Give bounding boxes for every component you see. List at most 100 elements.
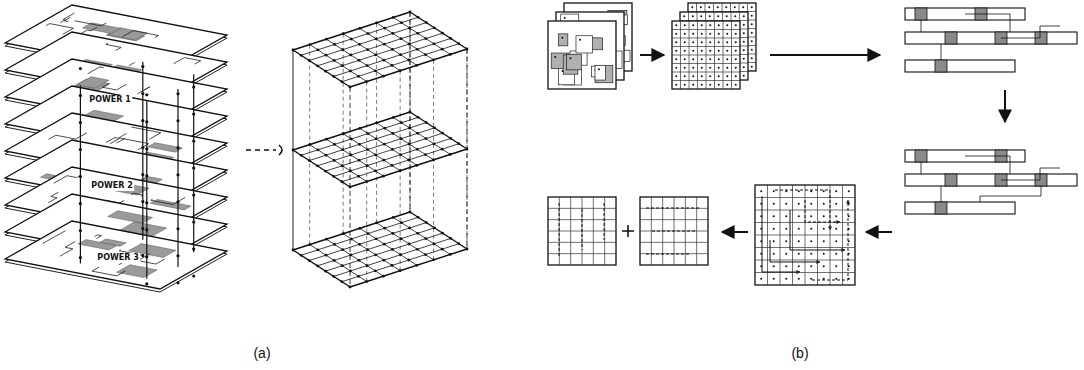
cell-dot: [692, 75, 694, 77]
grid-node: [366, 148, 369, 151]
cell-dot: [701, 67, 703, 69]
grid-node: [341, 48, 344, 51]
grid-node: [409, 211, 412, 214]
grid-node: [358, 59, 361, 62]
cell-dot: [785, 215, 787, 217]
grid-line: [582, 197, 583, 265]
grid-node: [333, 59, 336, 62]
cell-dot: [684, 84, 686, 86]
connection-line: [965, 14, 1010, 32]
cell-dot: [684, 33, 686, 35]
route: [646, 254, 690, 255]
cell-dot: [684, 24, 686, 26]
grid-node: [292, 149, 295, 152]
grid-node: [416, 148, 419, 151]
layer-label: POWER 2: [89, 181, 134, 191]
cell-dot: [773, 278, 775, 280]
grid-node: [341, 248, 344, 251]
cell-dot: [709, 24, 711, 26]
cell-dot: [823, 240, 825, 242]
via-dot: [176, 227, 179, 230]
via-dot: [141, 227, 144, 230]
grid-node: [333, 159, 336, 162]
grid-node: [349, 286, 352, 289]
via-dot: [192, 140, 195, 143]
grid-line: [393, 117, 450, 154]
cell-dot: [726, 41, 728, 43]
grid-node: [408, 143, 411, 146]
grid-node: [300, 254, 303, 257]
grid-node: [358, 127, 361, 130]
cell-dot: [675, 50, 677, 52]
grid-node: [457, 42, 460, 45]
grid-line: [342, 144, 459, 182]
trace: [64, 17, 70, 21]
cell-dot: [718, 67, 720, 69]
trace: [54, 176, 79, 184]
cell-dot: [735, 33, 737, 35]
grid-node: [441, 48, 444, 51]
grid-line: [672, 80, 740, 81]
grid-node: [375, 137, 378, 140]
trace: [102, 83, 126, 90]
cell-dot: [735, 41, 737, 43]
cell-dot: [561, 37, 563, 39]
trace: [60, 13, 74, 23]
grid-node: [399, 269, 402, 272]
via-dot: [79, 67, 82, 70]
grid-node: [341, 264, 344, 267]
via-dot: [176, 281, 179, 284]
cell-dot: [798, 215, 800, 217]
cell-dot: [835, 240, 837, 242]
via-pin: [80, 85, 81, 263]
grid-line: [842, 185, 843, 285]
cell-dot: [735, 67, 737, 69]
grid-node: [407, 159, 410, 162]
via-dot: [145, 120, 148, 123]
grid-node: [449, 53, 452, 56]
grid-node: [300, 54, 303, 57]
plus-sign: [622, 225, 634, 237]
cell-dot: [684, 67, 686, 69]
grid-node: [308, 259, 311, 262]
grid-line: [755, 235, 855, 236]
shaded-block: [935, 60, 947, 72]
grid-node: [365, 80, 368, 83]
cell-dot: [751, 15, 753, 17]
grid-node: [316, 164, 319, 167]
route: [790, 210, 845, 250]
cell-dot: [810, 228, 812, 230]
grid-node: [433, 26, 436, 29]
cell-dot: [692, 41, 694, 43]
grid-line: [342, 44, 459, 82]
cell-dot: [773, 240, 775, 242]
grid-node: [342, 132, 345, 135]
grid-node: [340, 80, 343, 83]
grid-node: [341, 148, 344, 151]
route: [604, 203, 605, 240]
grid-node: [425, 221, 428, 224]
via-pin: [177, 89, 178, 267]
grid-line: [640, 231, 708, 232]
grid-node: [316, 48, 319, 51]
cell-dot: [823, 190, 825, 192]
trace: [60, 242, 75, 257]
trace: [88, 67, 104, 74]
grid-line: [377, 23, 434, 60]
grid-node: [391, 48, 394, 51]
cell-dot: [598, 68, 600, 70]
shaded-region: [108, 211, 153, 224]
via-dot: [176, 92, 179, 95]
cell-dot: [735, 84, 737, 86]
grid-line: [377, 123, 434, 160]
trace: [92, 267, 125, 276]
cell-dot: [718, 33, 720, 35]
grid-node: [416, 48, 419, 51]
cell-dot: [692, 58, 694, 60]
cell-dot: [701, 50, 703, 52]
grid-node: [358, 143, 361, 146]
grid-node: [332, 175, 335, 178]
flow-arrow: [1004, 90, 1006, 122]
layer-stack: [5, 5, 227, 292]
cell-dot: [835, 265, 837, 267]
